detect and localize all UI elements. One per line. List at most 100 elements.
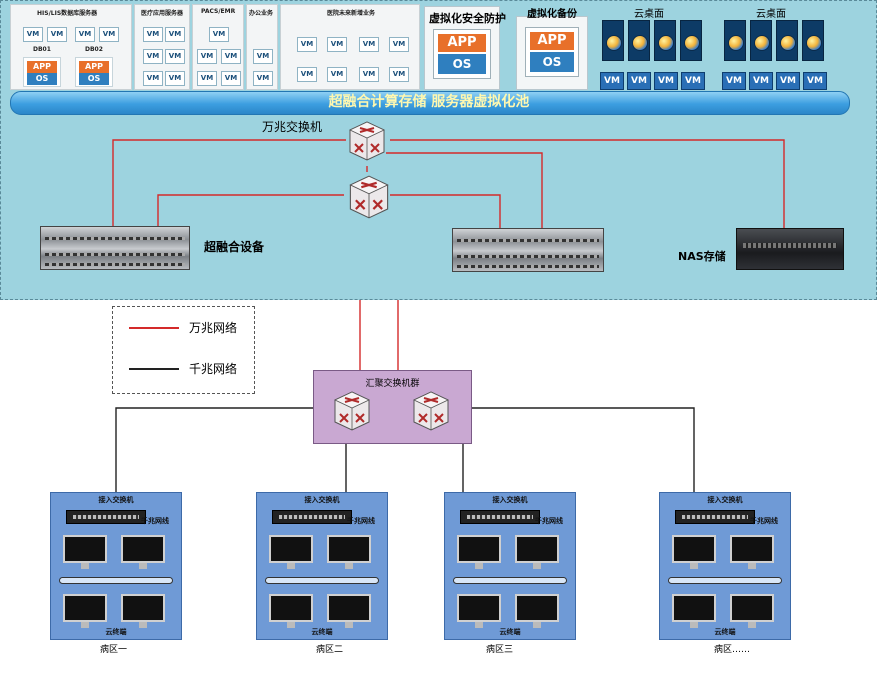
his-db-label: HIS/LIS数据库服务器: [37, 10, 98, 17]
db01-label: DB01: [33, 46, 51, 53]
access-switch-icon: [460, 510, 540, 524]
network-bus: [668, 577, 782, 584]
desktop-icon: [776, 20, 798, 61]
monitor-icon: [672, 594, 716, 628]
ward-name: 病区……: [714, 645, 751, 655]
vm-icon: VM: [23, 27, 43, 42]
db02-label: DB02: [85, 46, 103, 53]
future-panel: 医院未来新增业务 VM VM VM VM VM VM VM VM: [280, 4, 420, 90]
monitor-icon: [121, 594, 165, 628]
os-label: OS: [27, 73, 57, 85]
vm-icon: VM: [221, 71, 241, 86]
monitor-icon: [121, 535, 165, 569]
vm-icon: VM: [75, 27, 95, 42]
ward-name: 病区三: [486, 645, 514, 655]
access-switch-icon: [675, 510, 755, 524]
vm-icon: VM: [389, 67, 409, 82]
ward-box: 接入交换机 千兆网线 云终端: [444, 492, 576, 640]
vm-icon: VM: [297, 37, 317, 52]
cloud-desktop-label: 云桌面: [634, 9, 664, 20]
vm-icon: VM: [359, 37, 379, 52]
vm-icon: VM: [143, 49, 163, 64]
access-switch-icon: [272, 510, 352, 524]
monitor-icon: [515, 535, 559, 569]
vm-icon: VM: [389, 37, 409, 52]
core-switch-icon: [349, 175, 389, 219]
pacs-label: PACS/EMR: [201, 8, 236, 15]
app-label: APP: [530, 32, 574, 50]
vm-icon: VM: [327, 37, 347, 52]
app-os-icon: APP OS: [75, 57, 113, 87]
aggregation-switch-icon: [334, 391, 370, 431]
vm-icon: VM: [627, 72, 651, 90]
security-label: 虚拟化安全防护: [429, 12, 506, 25]
desktop-icon: [654, 20, 676, 61]
ward-box: 接入交换机 千兆网线 云终端: [659, 492, 791, 640]
app-label: APP: [27, 61, 57, 73]
vm-icon: VM: [221, 49, 241, 64]
hci-label: 超融合设备: [204, 240, 265, 254]
app-os-icon: APP OS: [23, 57, 61, 87]
desktop-icon: [680, 20, 702, 61]
monitor-icon: [63, 594, 107, 628]
monitor-icon: [269, 594, 313, 628]
vm-icon: VM: [359, 67, 379, 82]
ten-gig-line: [390, 194, 501, 228]
ten-gig-legend-label: 万兆网络: [189, 321, 238, 335]
vm-icon: VM: [253, 49, 273, 64]
gig-cable-label: 千兆网线: [535, 517, 563, 525]
medical-app-label: 医疗应用服务器: [141, 10, 184, 17]
virtualization-pool-bar: [10, 91, 850, 115]
monitor-icon: [730, 535, 774, 569]
monitor-icon: [269, 535, 313, 569]
ward-box: 接入交换机 千兆网线 云终端: [50, 492, 182, 640]
monitor-icon: [672, 535, 716, 569]
ten-gig-legend-line: [129, 327, 179, 329]
his-db-panel: HIS/LIS数据库服务器 VM VM VM VM DB01 DB02 APP …: [10, 4, 132, 90]
vm-icon: VM: [654, 72, 678, 90]
office-label: 办公业务: [249, 10, 274, 17]
vm-icon: VM: [253, 71, 273, 86]
ten-gig-line: [386, 152, 543, 228]
vm-icon: VM: [776, 72, 800, 90]
vm-icon: VM: [47, 27, 67, 42]
aggregation-switch-icon: [413, 391, 449, 431]
monitor-icon: [327, 594, 371, 628]
gig-line: [472, 407, 695, 492]
virtualization-pool-label: 超融合计算存储 服务器虚拟化池: [328, 94, 530, 110]
backup-label: 虚拟化备份: [527, 9, 577, 20]
access-switch-icon: [66, 510, 146, 524]
desktop-icon: [802, 20, 824, 61]
ten-gig-line: [390, 139, 785, 228]
vm-icon: VM: [143, 71, 163, 86]
ten-gig-line: [112, 139, 346, 226]
monitor-icon: [457, 594, 501, 628]
vm-icon: VM: [327, 67, 347, 82]
app-label: APP: [438, 34, 486, 52]
vm-icon: VM: [197, 71, 217, 86]
app-os-icon: APP OS: [525, 27, 579, 77]
access-switch-label: 接入交换机: [707, 496, 743, 504]
ten-gig-line: [157, 194, 344, 226]
hci-server-icon: [452, 228, 604, 272]
vm-icon: VM: [99, 27, 119, 42]
app-label: APP: [79, 61, 109, 73]
access-switch-label: 接入交换机: [304, 496, 340, 504]
vm-icon: VM: [209, 27, 229, 42]
core-switch-icon: [349, 121, 385, 161]
vm-icon: VM: [803, 72, 827, 90]
gig-legend-line: [129, 368, 179, 370]
security-box: 虚拟化安全防护 APP OS: [424, 6, 506, 90]
network-bus: [453, 577, 567, 584]
vm-icon: VM: [722, 72, 746, 90]
nas-storage-icon: [736, 228, 844, 270]
medical-app-panel: 医疗应用服务器 VM VM VM VM VM VM: [134, 4, 190, 90]
monitor-icon: [327, 535, 371, 569]
gig-cable-label: 千兆网线: [347, 517, 375, 525]
vm-icon: VM: [143, 27, 163, 42]
desktop-icon: [628, 20, 650, 61]
network-bus: [265, 577, 379, 584]
vm-icon: VM: [600, 72, 624, 90]
cloud-terminal-label: 云终端: [714, 628, 736, 636]
gig-legend-label: 千兆网络: [189, 362, 238, 376]
